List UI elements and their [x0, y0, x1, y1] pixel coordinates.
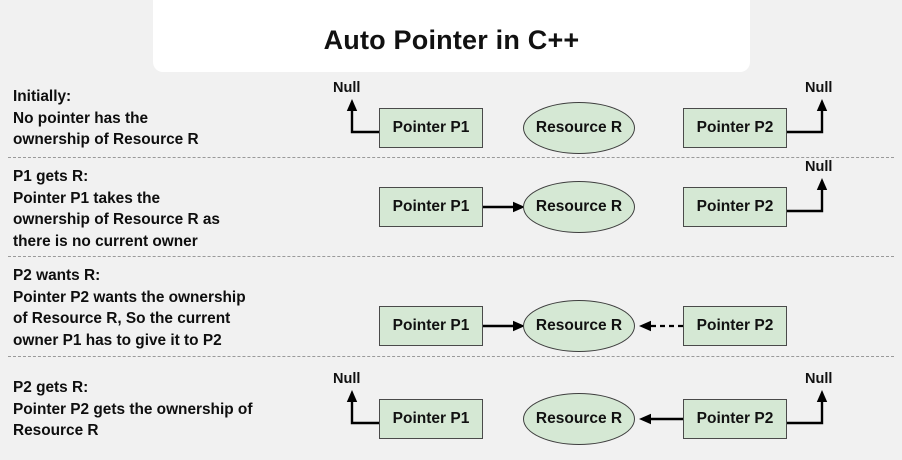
row-divider-2 [8, 256, 894, 257]
row-p2-gets-r-p1-null-connector [346, 390, 390, 425]
row-p2-wants-r-p1-to-resource-arrow [483, 320, 525, 332]
row-initially-resource-r: Resource R [523, 102, 635, 154]
row-p1-gets-r-p2-null-label: Null [805, 159, 833, 175]
page-title: Auto Pointer in C++ [323, 25, 580, 55]
row-initially-p2-null-label: Null [805, 80, 833, 96]
row-p1-gets-r-resource-r: Resource R [523, 181, 635, 233]
row-p1-gets-r-p1-to-resource-arrow [483, 201, 525, 213]
row-p2-wants-r-pointer-p2: Pointer P2 [683, 306, 787, 346]
title-card: Auto Pointer in C++ [153, 0, 750, 72]
row-p1-gets-r-pointer-p2: Pointer P2 [683, 187, 787, 227]
row-p2-gets-r-resource-r: Resource R [523, 393, 635, 445]
row-p2-wants-r-text: P2 wants R: Pointer P2 wants the ownersh… [13, 267, 246, 349]
row-initially-pointer-p1: Pointer P1 [379, 108, 483, 148]
row-p1-gets-r-p2-null-connector [787, 178, 828, 213]
row-p1-gets-r-text: P1 gets R: Pointer P1 takes the ownershi… [13, 168, 220, 250]
row-p2-gets-r-p2-null-label: Null [805, 371, 833, 387]
row-initially-p1-null-label: Null [333, 80, 361, 96]
row-divider-3 [8, 356, 894, 357]
row-p2-gets-r-p2-null-connector [787, 390, 828, 425]
row-initially-text: Initially: No pointer has the ownership … [13, 88, 199, 148]
row-initially-pointer-p2: Pointer P2 [683, 108, 787, 148]
row-p2-gets-r-pointer-p2: Pointer P2 [683, 399, 787, 439]
row-p1-gets-r-pointer-p1: Pointer P1 [379, 187, 483, 227]
row-p2-gets-r-text: P2 gets R: Pointer P2 gets the ownership… [13, 379, 253, 439]
row-initially-p1-null-connector [346, 99, 390, 134]
row-p2-wants-r-pointer-p1: Pointer P1 [379, 306, 483, 346]
row-p2-gets-r-p1-null-label: Null [333, 371, 361, 387]
row-initially-p2-null-connector [787, 99, 828, 134]
row-p2-gets-r-p2-to-resource-arrow [639, 413, 683, 425]
row-p2-gets-r-pointer-p1: Pointer P1 [379, 399, 483, 439]
row-divider-1 [8, 157, 894, 158]
row-p2-wants-r-resource-r: Resource R [523, 300, 635, 352]
row-p2-wants-r-p2-to-resource-dashed-arrow [639, 320, 683, 332]
